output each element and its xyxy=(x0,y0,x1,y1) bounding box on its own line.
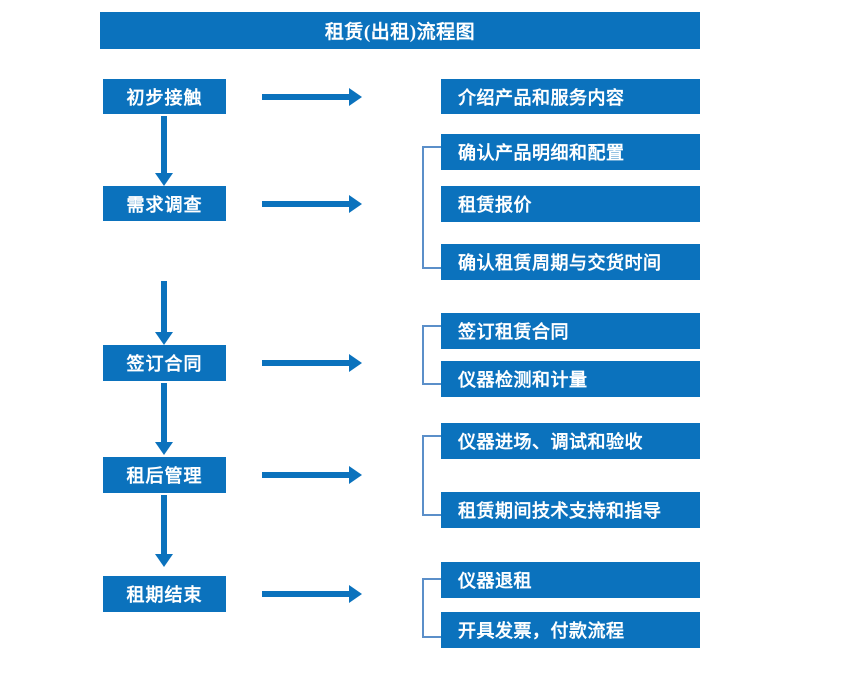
bracket-requirement-survey xyxy=(422,146,441,269)
arrow-shaft xyxy=(161,281,167,332)
detail-box-sign-lease-agreement[interactable]: 签订租赁合同 xyxy=(441,313,700,349)
arrow-head xyxy=(155,554,173,567)
detail-box-technical-support[interactable]: 租赁期间技术支持和指导 xyxy=(441,492,700,528)
arrow-post-rental-to-details xyxy=(262,466,362,484)
bracket-sign-contract xyxy=(422,325,441,385)
detail-box-confirm-lease-period[interactable]: 确认租赁周期与交货时间 xyxy=(441,244,700,280)
detail-box-instrument-return[interactable]: 仪器退租 xyxy=(441,562,700,598)
arrow-lease-end-to-details xyxy=(262,585,362,603)
arrow-requirement-survey-to-sign-contract xyxy=(155,281,173,345)
arrow-post-rental-to-lease-end xyxy=(155,495,173,567)
arrow-shaft xyxy=(161,383,167,442)
arrow-shaft xyxy=(262,201,350,207)
stage-box-lease-end[interactable]: 租期结束 xyxy=(103,576,226,612)
arrow-shaft xyxy=(262,472,350,478)
arrow-shaft xyxy=(161,495,167,554)
arrow-head xyxy=(349,195,362,213)
arrow-shaft xyxy=(262,591,350,597)
arrow-head xyxy=(155,173,173,186)
arrow-head xyxy=(349,354,362,372)
detail-box-rental-quotation[interactable]: 租赁报价 xyxy=(441,186,700,222)
detail-box-instrument-inspection[interactable]: 仪器检测和计量 xyxy=(441,361,700,397)
detail-box-introduce-products[interactable]: 介绍产品和服务内容 xyxy=(441,79,700,114)
arrow-sign-contract-to-post-rental xyxy=(155,383,173,455)
arrow-shaft xyxy=(262,94,350,100)
detail-box-invoice-payment[interactable]: 开具发票，付款流程 xyxy=(441,612,700,648)
arrow-head xyxy=(349,466,362,484)
arrow-initial-contact-to-details xyxy=(262,88,362,106)
stage-box-sign-contract[interactable]: 签订合同 xyxy=(103,345,226,381)
arrow-shaft xyxy=(262,360,350,366)
arrow-sign-contract-to-details xyxy=(262,354,362,372)
arrow-head xyxy=(155,442,173,455)
detail-box-instrument-installation[interactable]: 仪器进场、调试和验收 xyxy=(441,423,700,459)
arrow-requirement-survey-to-details xyxy=(262,195,362,213)
arrow-shaft xyxy=(161,116,167,173)
stage-box-initial-contact[interactable]: 初步接触 xyxy=(103,79,226,114)
arrow-head xyxy=(155,332,173,345)
bracket-lease-end xyxy=(422,578,441,638)
diagram-title: 租赁(出租)流程图 xyxy=(100,12,700,49)
bracket-post-rental-management xyxy=(422,435,441,516)
detail-box-confirm-product-spec[interactable]: 确认产品明细和配置 xyxy=(441,134,700,170)
stage-box-requirement-survey[interactable]: 需求调查 xyxy=(103,186,226,221)
arrow-head xyxy=(349,585,362,603)
arrow-head xyxy=(349,88,362,106)
stage-box-post-rental-management[interactable]: 租后管理 xyxy=(103,457,226,493)
arrow-initial-contact-to-requirement-survey xyxy=(155,116,173,186)
